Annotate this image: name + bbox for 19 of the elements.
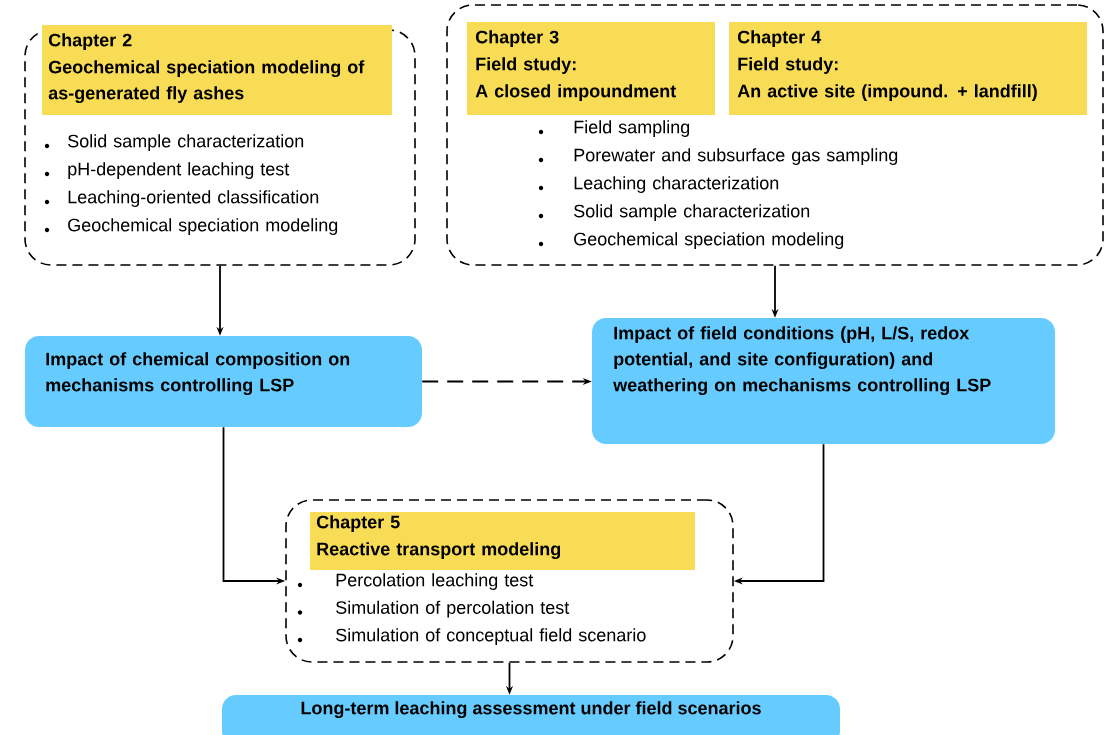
bullet-item: Percolation leaching test <box>297 573 534 590</box>
chapter-heading-box: Chapter 4 Field study: An active site (impound. + landfill) <box>729 22 1087 115</box>
chapter-heading-box: Chapter 5 Reactive transport modeling <box>310 512 695 570</box>
bullet-item: Porewater and subsurface gas sampling <box>538 148 898 165</box>
bullet-item: Solid sample characterization <box>538 204 810 221</box>
bullet-item: Field sampling <box>538 120 690 137</box>
process-box: Long-term leaching assessment under field scenarios <box>222 695 840 735</box>
chapter-heading-box: Chapter 3 Field study: A closed impoundment <box>467 22 715 115</box>
bullet-item: Solid sample characterization <box>44 134 304 151</box>
bullet-item: Leaching-oriented classification <box>44 190 319 207</box>
bullet-item: Leaching characterization <box>538 176 779 193</box>
bullet-item: pH-dependent leaching test <box>44 162 290 179</box>
bullet-item: Geochemical speciation modeling <box>44 218 338 235</box>
bullet-item: Simulation of percolation test <box>297 600 570 618</box>
bullet-item: Geochemical speciation modeling <box>538 232 844 249</box>
chapter-heading-box: Chapter 2 Geochemical speciation modeling of as-generated fly ashes <box>42 25 392 115</box>
process-box: Impact of field conditions (pH, L/S, redox potential, and site configuration) and weathering on mechanisms controlling LSP <box>592 318 1055 444</box>
process-box: Impact of chemical composition on mechanisms controlling LSP <box>25 336 422 427</box>
bullet-item: Simulation of conceptual field scenario <box>297 628 646 645</box>
